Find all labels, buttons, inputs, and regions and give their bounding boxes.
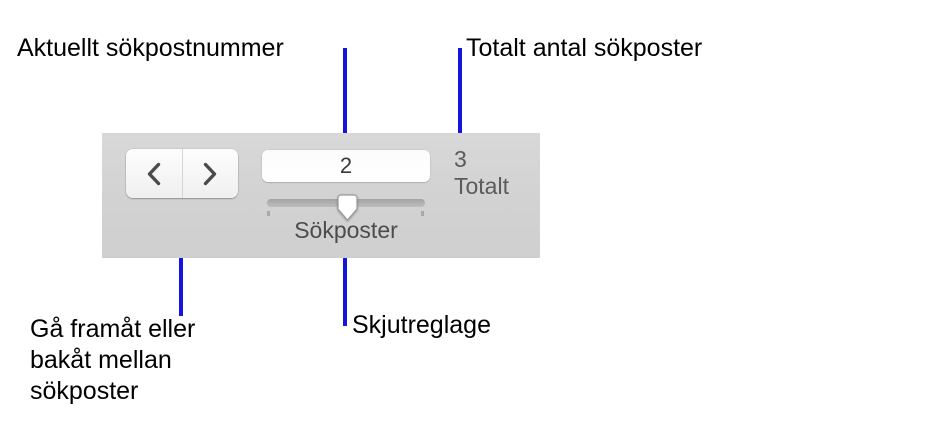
chevron-right-icon: [199, 160, 221, 188]
slider-tick-min: [267, 211, 270, 216]
leader-line-current-record: [343, 48, 347, 160]
record-slider[interactable]: [262, 194, 430, 222]
current-record-number-field[interactable]: 2: [262, 150, 430, 182]
next-record-button[interactable]: [181, 149, 239, 198]
leader-line-navigation: [179, 203, 183, 316]
annotation-total-records-label: Totalt antal sökposter: [466, 34, 703, 62]
leader-line-slider: [343, 214, 347, 326]
previous-record-button[interactable]: [126, 149, 182, 198]
record-slider-caption: Sökposter: [294, 217, 398, 243]
record-navigation-segmented-control[interactable]: [126, 149, 238, 198]
annotation-current-record-label: Aktuellt sökpostnummer: [17, 34, 284, 62]
slider-tick-max: [421, 211, 424, 216]
total-records-count: 3: [454, 146, 467, 172]
annotation-slider-label: Skjutreglage: [352, 311, 491, 339]
total-records-block: 3 Totalt: [454, 146, 540, 201]
total-records-label: Totalt: [454, 173, 509, 199]
slider-thumb-icon: [335, 194, 360, 222]
record-navigation-toolbar: 2 3 Totalt Sökposter: [102, 133, 540, 258]
leader-line-total-records: [458, 48, 462, 146]
chevron-left-icon: [143, 160, 165, 188]
annotation-navigation-label: Gå framåt eller bakåt mellan sökposter: [30, 315, 196, 405]
current-record-number-value: 2: [339, 153, 353, 178]
record-slider-thumb[interactable]: [335, 194, 360, 222]
